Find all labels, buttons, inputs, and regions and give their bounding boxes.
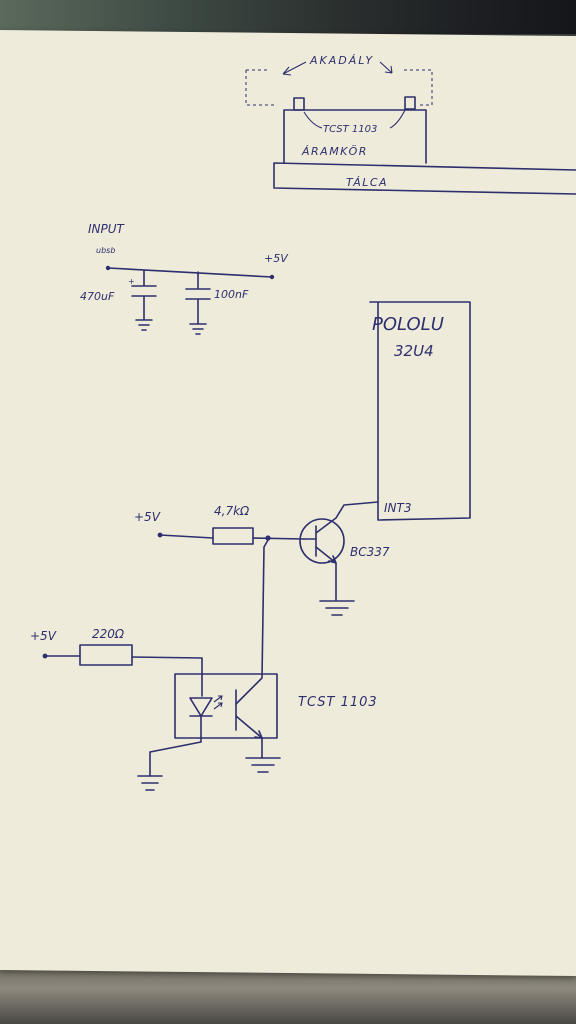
capacitor-470uf bbox=[131, 269, 157, 331]
sensor-right bbox=[404, 96, 416, 110]
input-label: INPUT bbox=[88, 222, 126, 236]
plus5v-power-label: +5V bbox=[264, 252, 289, 265]
obstacle-left-outline bbox=[245, 70, 275, 106]
pololu-model-label: 32U4 bbox=[394, 342, 434, 360]
led-ground-wire bbox=[149, 715, 202, 777]
resistor-220 bbox=[79, 644, 133, 666]
tcst-top-label: TCST 1103 bbox=[323, 124, 377, 135]
emitter-arrow bbox=[328, 555, 337, 564]
cap-100-label: 100nF bbox=[214, 288, 249, 301]
plus5v-node bbox=[269, 274, 275, 280]
plus5v-a-label: +5V bbox=[134, 510, 161, 524]
resistor-4k7 bbox=[212, 527, 254, 545]
sensor-left bbox=[293, 97, 305, 111]
ground-photo bbox=[245, 757, 281, 773]
ground-transistor bbox=[319, 600, 355, 616]
arrow-left bbox=[282, 61, 307, 76]
junction-node bbox=[265, 535, 271, 541]
int3-label: INT3 bbox=[384, 501, 411, 515]
circuit-board bbox=[283, 109, 427, 164]
led-symbol bbox=[189, 697, 213, 717]
power-input-section: INPUT ubsb +5V + 470uF 100nF bbox=[80, 222, 289, 335]
photo-emitter-arrow bbox=[254, 730, 263, 739]
sensor-link-left bbox=[303, 111, 323, 129]
optocoupler-stage: +5V 220Ω TCST 1103 bbox=[30, 539, 378, 791]
akadaly-label: AKADÁLY bbox=[309, 54, 374, 67]
res-220-label: 220Ω bbox=[92, 627, 125, 641]
mechanical-sketch: AKADÁLY TCST 1103 ÁRAMKÖR TÁLCA bbox=[245, 54, 576, 195]
tcst-package bbox=[174, 673, 278, 739]
plus5v-b-label: +5V bbox=[30, 629, 57, 643]
cap-470-label: 470uF bbox=[80, 290, 115, 303]
collector-wire bbox=[315, 501, 379, 534]
wire-to-led bbox=[131, 656, 203, 697]
input-sub-label: ubsb bbox=[96, 246, 115, 255]
emitter-wire bbox=[315, 546, 337, 601]
capacitor-100nf bbox=[185, 271, 211, 335]
power-rail bbox=[107, 267, 273, 278]
tray bbox=[273, 162, 576, 195]
talca-label: TÁLCA bbox=[346, 176, 388, 189]
transistor-bc337 bbox=[299, 518, 345, 564]
res-47k-label: 4,7kΩ bbox=[214, 504, 250, 518]
aramkor-label: ÁRAMKÖR bbox=[301, 145, 368, 158]
tcst-bottom-label: TCST 1103 bbox=[298, 695, 378, 710]
sensor-link-right bbox=[389, 109, 406, 129]
pololu-label: POLOLU bbox=[372, 314, 444, 335]
pololu-board: POLOLU 32U4 INT3 bbox=[369, 301, 471, 521]
cap-plus-mark: + bbox=[128, 277, 135, 286]
arrow-right bbox=[379, 61, 393, 74]
ground-led bbox=[137, 775, 163, 791]
transistor-stage: +5V 4,7kΩ BC337 bbox=[134, 501, 390, 616]
wire-to-base bbox=[252, 537, 305, 540]
transistor-label: BC337 bbox=[350, 545, 390, 559]
light-arrows bbox=[213, 695, 223, 710]
background-top bbox=[0, 0, 576, 34]
pololu-outline bbox=[369, 301, 471, 521]
obstacle-right-outline bbox=[404, 69, 433, 106]
photo-collector-wire bbox=[235, 539, 269, 705]
wire-to-resistor bbox=[159, 534, 214, 539]
